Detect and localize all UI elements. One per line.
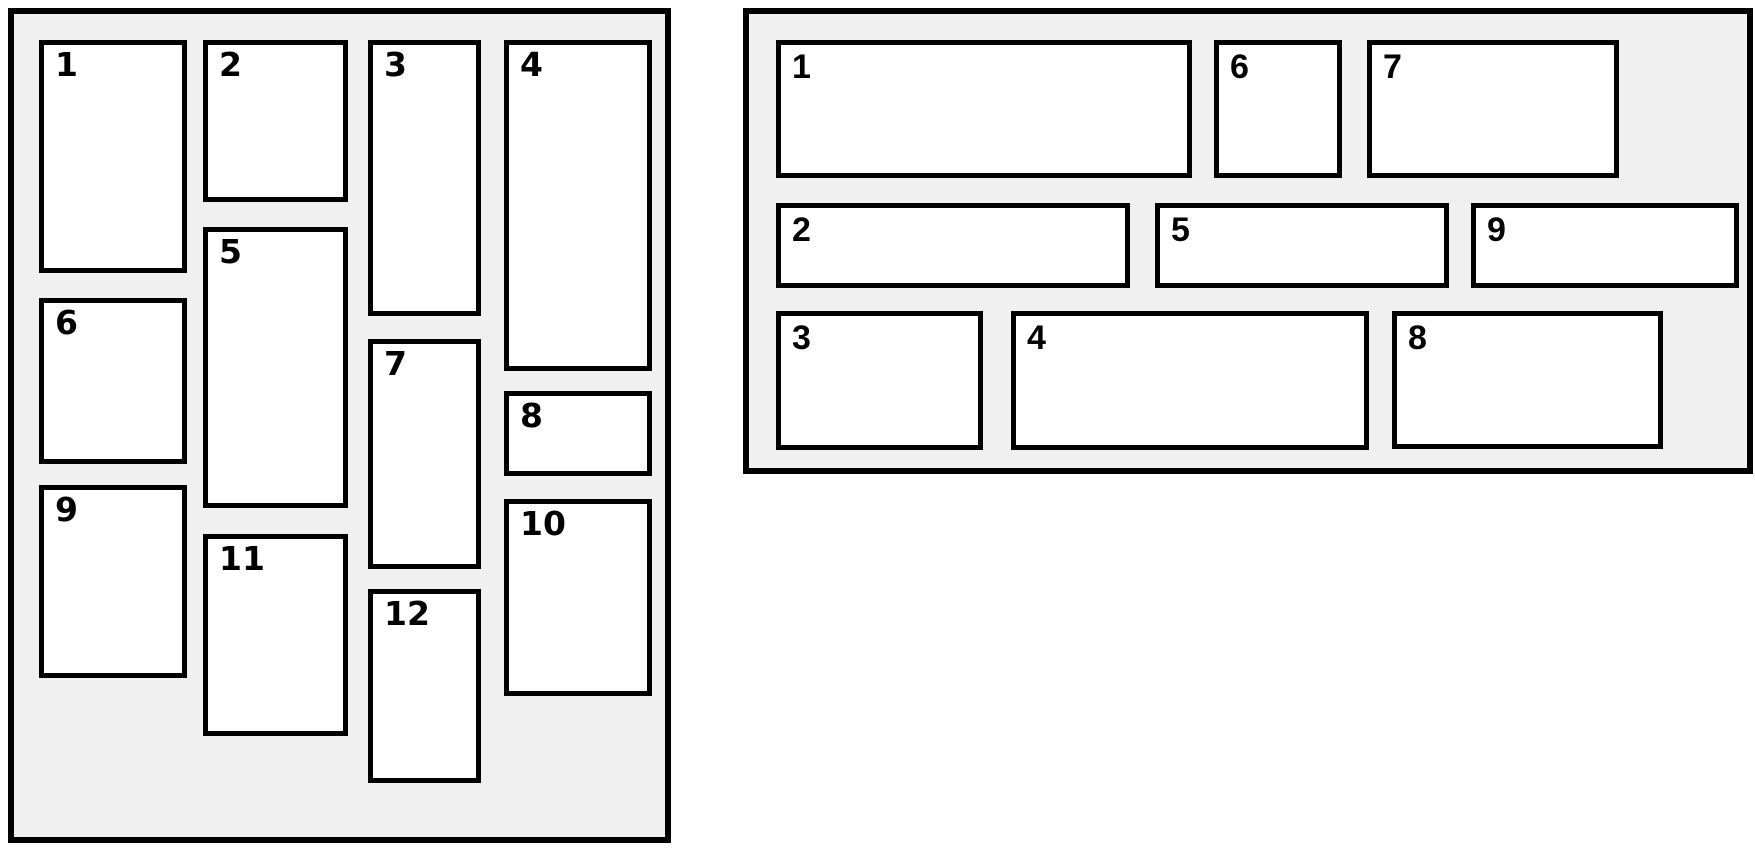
left-masonry-item-3: 3 [368,40,481,316]
item-number-label: 12 [384,594,430,633]
item-number-label: 7 [384,344,407,383]
item-number-label: 11 [219,539,265,578]
left-masonry-item-9: 9 [39,485,187,678]
item-number-label: 9 [1487,211,1506,249]
left-masonry-item-11: 11 [203,534,348,736]
horizontal-masonry-panel: 1 2 3 4 5 6 7 8 9 [743,8,1753,474]
left-masonry-item-5: 5 [203,227,348,508]
right-masonry-item-2: 2 [776,203,1130,288]
left-masonry-item-8: 8 [504,391,652,476]
right-masonry-item-6: 6 [1214,40,1342,178]
item-number-label: 2 [792,211,811,249]
item-number-label: 8 [520,396,543,435]
right-masonry-item-5: 5 [1155,203,1449,288]
item-number-label: 9 [55,490,78,529]
item-number-label: 5 [219,232,242,271]
item-number-label: 3 [384,45,407,84]
left-masonry-item-7: 7 [368,339,481,569]
right-masonry-item-7: 7 [1367,40,1619,178]
right-masonry-item-1: 1 [776,40,1192,178]
item-number-label: 8 [1408,319,1427,357]
item-number-label: 3 [792,319,811,357]
item-number-label: 2 [219,45,242,84]
item-number-label: 1 [55,45,78,84]
left-masonry-item-12: 12 [368,589,481,783]
left-masonry-item-2: 2 [203,40,348,202]
item-number-label: 6 [55,303,78,342]
item-number-label: 1 [792,48,811,86]
left-masonry-item-10: 10 [504,499,652,696]
right-masonry-item-3: 3 [776,311,983,450]
right-masonry-item-8: 8 [1392,311,1663,449]
item-number-label: 5 [1171,211,1190,249]
item-number-label: 4 [1027,319,1046,357]
item-number-label: 6 [1230,48,1249,86]
right-masonry-item-4: 4 [1011,311,1369,450]
right-masonry-item-9: 9 [1471,203,1739,288]
item-number-label: 4 [520,45,543,84]
left-masonry-item-1: 1 [39,40,187,273]
left-masonry-item-4: 4 [504,40,652,371]
item-number-label: 10 [520,504,566,543]
left-masonry-item-6: 6 [39,298,187,464]
item-number-label: 7 [1383,48,1402,86]
